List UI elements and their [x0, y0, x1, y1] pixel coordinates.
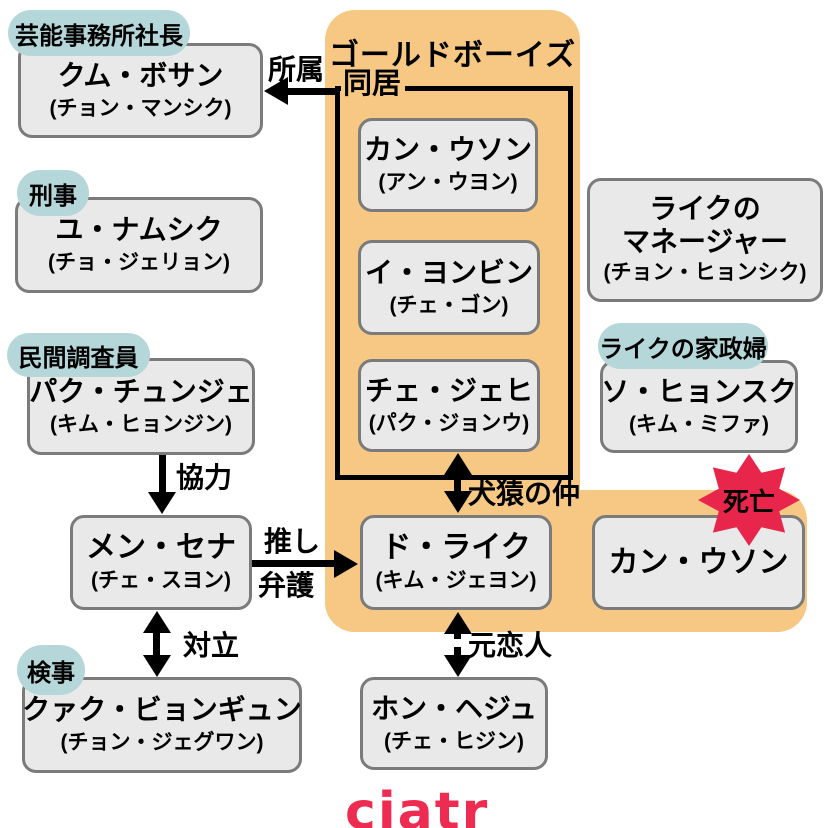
- character-name: クム・ボサン: [57, 59, 224, 91]
- ex-lovers-arrowhead-down-icon: [444, 655, 472, 677]
- character-name-line2: マネージャー: [621, 226, 789, 257]
- character-actor: (チョン・ジェグワン): [60, 731, 264, 754]
- character-name: パク・チュンジェ: [29, 375, 253, 407]
- character-box-kum-bosan: クム・ボサン (チョン・マンシク): [18, 43, 263, 138]
- role-badge-raik-housekeeper: ライクの家政婦: [598, 323, 768, 369]
- character-actor: (キム・ジェヨン): [375, 568, 537, 592]
- character-actor: (チェ・スヨン): [91, 568, 231, 592]
- character-name: イ・ヨンビン: [364, 256, 533, 288]
- ex-lovers-arrow-line: [454, 630, 461, 658]
- conflict-arrowhead-up-icon: [143, 611, 171, 633]
- character-name: ド・ライク: [381, 530, 531, 564]
- character-actor: (アン・ウヨン): [378, 171, 518, 194]
- character-actor: (チョン・マンシク): [49, 96, 232, 120]
- conflict-arrowhead-down-icon: [143, 655, 171, 677]
- cats-dogs-label: 犬猿の仲: [468, 478, 581, 509]
- oshi-defense-arrowhead-icon: [334, 550, 358, 578]
- cooperation-arrow-line: [159, 455, 166, 496]
- character-box-do-raik: ド・ライク (キム・ジェヨン): [360, 515, 552, 610]
- cooperation-label: 協力: [176, 462, 233, 493]
- cats-dogs-arrowhead-up-icon: [444, 453, 472, 475]
- character-box-hong-heju: ホン・ヘジュ (チェ・ヒジン): [360, 677, 548, 770]
- character-box-so-hyonsuk: ソ・ヒョンスク (キム・ミファ): [600, 360, 798, 453]
- role-badge-agency-president: 芸能事務所社長: [8, 10, 190, 56]
- character-name: カン・ウソン: [608, 545, 789, 579]
- character-name: メン・セナ: [86, 530, 236, 564]
- character-name: クァク・ビョンギュン: [22, 694, 302, 725]
- ex-lovers-arrowhead-up-icon: [444, 612, 472, 634]
- character-name: チェ・ジェヒ: [364, 374, 533, 406]
- character-box-kang-wuson: カン・ウソン (アン・ウヨン): [358, 118, 538, 212]
- character-actor: (チョン・ヒョンシク): [603, 261, 807, 284]
- defense-label: 弁護: [258, 570, 315, 601]
- character-box-yu-namsik: ユ・ナムシク (チョ・ジェリョン): [15, 197, 263, 293]
- cats-dogs-arrow-line: [454, 470, 461, 496]
- character-box-che-jehi: チェ・ジェヒ (パク・ジョンウ): [358, 359, 540, 452]
- character-box-raik-manager: ライクの マネージャー (チョン・ヒョンシク): [587, 178, 823, 302]
- character-actor: (パク・ジョンウ): [368, 411, 530, 435]
- ciatr-logo: ciatr: [345, 782, 490, 828]
- character-name: カン・ウソン: [363, 134, 532, 165]
- affiliation-label: 所属: [268, 54, 325, 85]
- cooperation-arrowhead-icon: [148, 492, 176, 514]
- character-actor: (チョ・ジェリョン): [48, 251, 230, 274]
- cohabitation-label: 同居: [341, 68, 406, 102]
- oshi-defense-arrow-line: [252, 560, 336, 567]
- character-box-kang-wuson-dead: カン・ウソン: [592, 515, 805, 610]
- death-burst: 死亡: [698, 454, 800, 546]
- character-name: ホン・ヘジュ: [370, 692, 538, 724]
- character-actor: (キム・ミファ): [629, 412, 769, 436]
- character-name: ソ・ヒョンスク: [601, 375, 797, 407]
- character-box-i-yongbin: イ・ヨンビン (チェ・ゴン): [358, 240, 540, 335]
- character-box-men-sena: メン・セナ (チェ・スヨン): [70, 515, 252, 610]
- character-actor: (キム・ヒョンジン): [50, 412, 232, 436]
- role-badge-detective: 刑事: [17, 170, 89, 216]
- affiliation-arrow-line: [284, 88, 337, 95]
- role-badge-prosecutor: 検事: [17, 645, 85, 695]
- cats-dogs-arrowhead-down-icon: [444, 491, 472, 513]
- group-title: ゴールドボーイズ: [328, 39, 577, 72]
- character-box-park-chunje: パク・チュンジェ (キム・ヒョンジン): [27, 358, 255, 455]
- character-actor: (チェ・ヒジン): [384, 729, 524, 753]
- character-actor: (チェ・ゴン): [389, 293, 509, 317]
- conflict-label: 対立: [183, 630, 240, 661]
- character-name: ユ・ナムシク: [55, 214, 223, 245]
- character-name-line1: ライクの: [649, 193, 761, 224]
- death-label: 死亡: [722, 486, 775, 517]
- oshi-label: 推し: [264, 526, 321, 557]
- conflict-arrow-line: [153, 628, 160, 660]
- role-badge-private-investigator: 民間調査員: [7, 333, 150, 377]
- ex-lovers-label: 元恋人: [468, 630, 553, 661]
